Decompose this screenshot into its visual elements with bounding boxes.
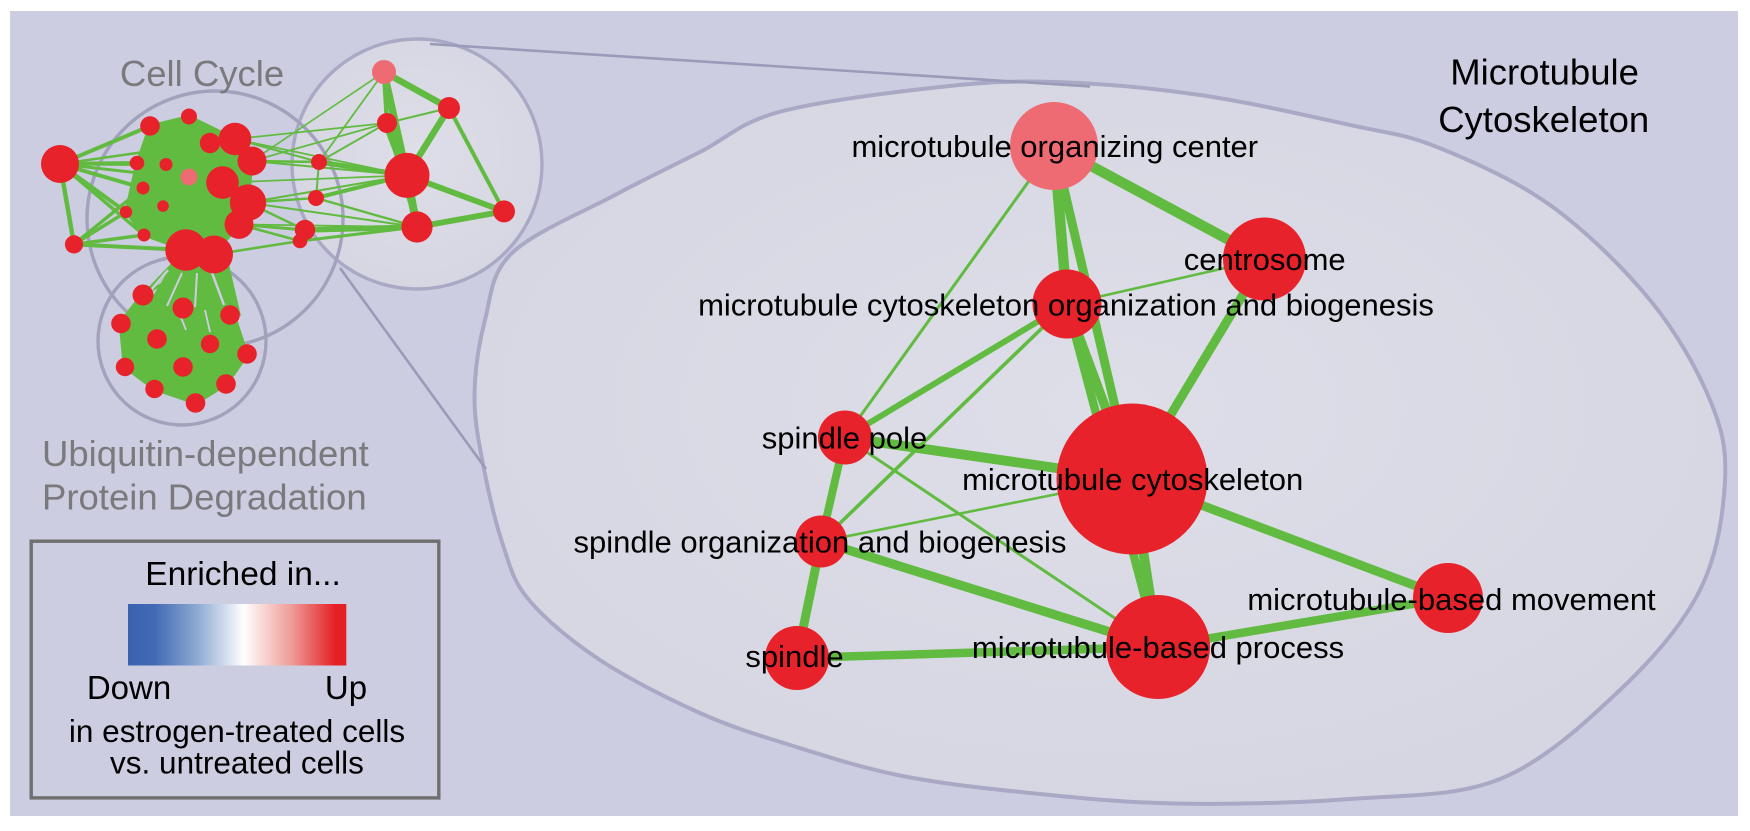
svg-text:Up: Up (325, 669, 367, 706)
svg-text:centrosome: centrosome (1184, 242, 1346, 277)
svg-text:microtubule-based movement: microtubule-based movement (1247, 582, 1656, 617)
svg-text:Down: Down (87, 669, 171, 706)
svg-text:microtubule cytoskeleton: microtubule cytoskeleton (962, 462, 1303, 497)
svg-text:Enriched in...: Enriched in... (145, 556, 341, 593)
svg-text:Ubiquitin-dependent: Ubiquitin-dependent (42, 433, 369, 474)
svg-text:microtubule cytoskeleton organ: microtubule cytoskeleton organization an… (698, 288, 1434, 323)
svg-text:Cell Cycle: Cell Cycle (120, 53, 284, 94)
svg-text:vs. untreated cells: vs. untreated cells (110, 745, 364, 781)
svg-text:Protein Degradation: Protein Degradation (42, 477, 367, 518)
svg-text:Microtubule: Microtubule (1450, 52, 1639, 93)
svg-text:Cytoskeleton: Cytoskeleton (1438, 99, 1649, 140)
svg-text:microtubule organizing center: microtubule organizing center (851, 129, 1258, 164)
svg-text:microtubule-based process: microtubule-based process (972, 630, 1344, 665)
svg-text:spindle: spindle (745, 639, 843, 674)
svg-text:spindle organization and bioge: spindle organization and biogenesis (574, 525, 1067, 560)
svg-text:spindle pole: spindle pole (762, 421, 927, 456)
svg-text:in estrogen-treated cells: in estrogen-treated cells (69, 713, 405, 749)
